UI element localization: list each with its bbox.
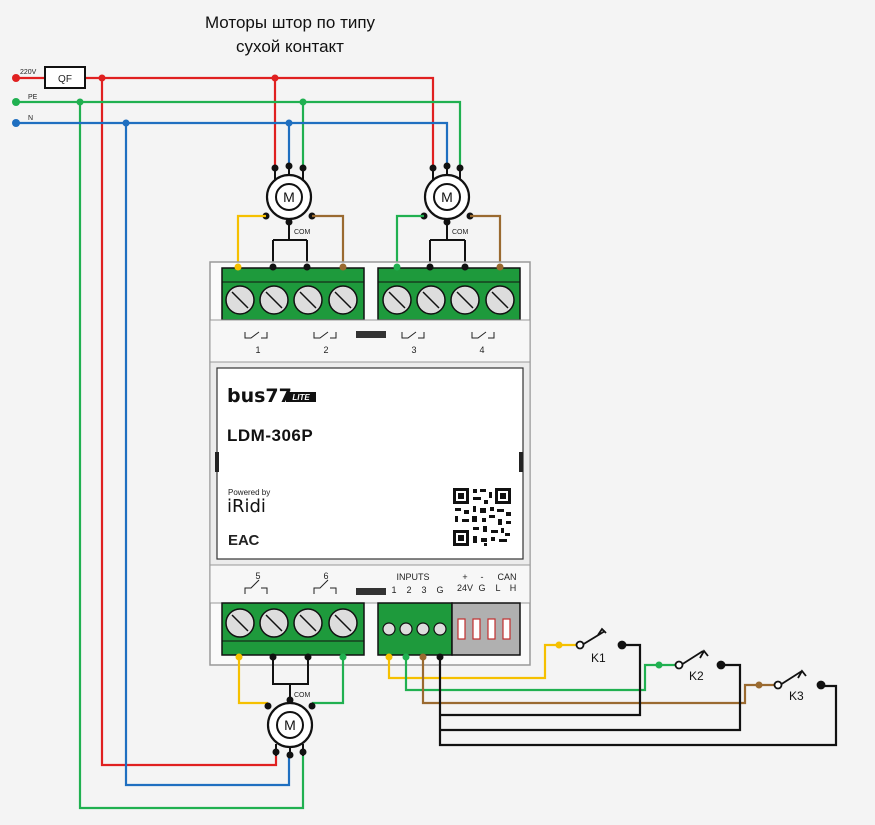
input-g-label: G xyxy=(436,585,443,595)
qr-code xyxy=(452,487,512,547)
switch-k1 xyxy=(575,627,627,650)
pe-label: PE xyxy=(28,94,38,101)
motor-2-com-label: COM xyxy=(452,229,469,236)
breaker-qf: QF xyxy=(44,66,86,89)
motor-2: M COM xyxy=(395,162,502,267)
neutral-line xyxy=(16,121,449,787)
relay-6-label: 6 xyxy=(323,571,328,581)
input-1-label: 1 xyxy=(391,585,396,595)
relay-4-label: 4 xyxy=(479,345,484,355)
switch-k3-label: K3 xyxy=(789,689,804,703)
can-h-label: H xyxy=(510,583,517,593)
pe-line xyxy=(16,100,462,810)
motor-3-com-label: COM xyxy=(294,692,311,699)
l-label: 220V xyxy=(20,69,37,76)
motor-1: M COM xyxy=(236,162,345,267)
switch-k2 xyxy=(674,649,726,670)
power-minus-label: - xyxy=(481,572,484,582)
power-24v-label: 24V xyxy=(457,583,473,593)
inputs-title: INPUTS xyxy=(396,572,429,582)
brand-badge: LITE xyxy=(292,393,310,402)
relay-2-label: 2 xyxy=(323,345,328,355)
partner-logo: iRidi xyxy=(227,496,266,517)
power-g-label: G xyxy=(478,583,485,593)
breaker-label: QF xyxy=(58,74,72,85)
switch-k1-label: K1 xyxy=(591,651,606,665)
relay-5-label: 5 xyxy=(255,571,260,581)
diagram-title-line1: Моторы штор по типу xyxy=(205,13,376,32)
relay-3-label: 3 xyxy=(411,345,416,355)
motor-1-com-label: COM xyxy=(294,229,311,236)
can-l-label: L xyxy=(495,583,500,593)
power-plus-label: + xyxy=(462,572,467,582)
switch-k3 xyxy=(773,669,826,690)
motor-3: COM M xyxy=(235,653,347,759)
input-3-label: 3 xyxy=(421,585,426,595)
relay-1-label: 1 xyxy=(255,345,260,355)
cert-mark: ЕАС xyxy=(228,532,259,549)
input-2-label: 2 xyxy=(406,585,411,595)
switch-k2-label: K2 xyxy=(689,669,704,683)
n-label: N xyxy=(28,115,33,122)
diagram-title-line2: сухой контакт xyxy=(236,37,344,56)
can-title: CAN xyxy=(497,572,516,582)
model-name: LDM-306P xyxy=(227,426,313,445)
motor-1-label: M xyxy=(283,189,295,205)
motor-2-label: M xyxy=(441,189,453,205)
device-ldm-306p: 1 2 3 4 bus77 LITE LDM-306P Powered by i… xyxy=(209,261,531,666)
motor-3-label: M xyxy=(284,717,296,733)
brand-logo: bus77 xyxy=(227,385,292,407)
powered-by-label: Powered by xyxy=(228,488,270,497)
